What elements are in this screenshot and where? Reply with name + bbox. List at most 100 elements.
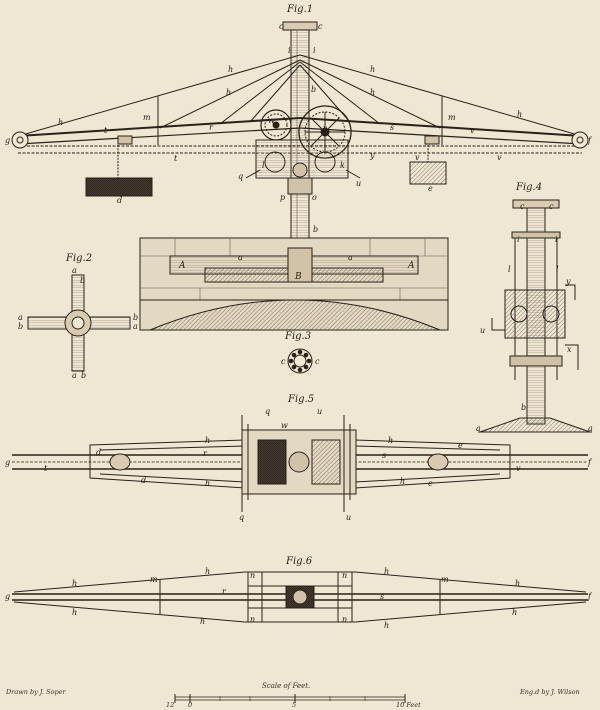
scale-tick-0: 0 xyxy=(188,701,193,709)
label-e-fig5-top: e xyxy=(458,441,463,450)
label-f-right: f xyxy=(587,136,593,145)
label-h-1: h xyxy=(228,65,233,74)
label-d: d xyxy=(117,196,122,205)
label-i-fig4-right: i xyxy=(555,235,558,244)
caption-fig-5: Fig.5 xyxy=(288,394,315,405)
label-b-fig2-left: b xyxy=(18,322,23,331)
label-m-fig6-left: m xyxy=(150,575,158,584)
label-e-fig5-bottom: e xyxy=(428,479,433,488)
figure-4-side-elevation xyxy=(478,199,592,433)
label-c-right: c xyxy=(318,22,323,31)
label-h-fig6-8: h xyxy=(384,621,389,630)
label-u-fig4: u xyxy=(480,326,485,335)
label-c-ring-right: c xyxy=(315,357,320,366)
label-u: u xyxy=(356,179,361,188)
label-d-fig5-bottom: d xyxy=(141,476,146,485)
label-g-fig5: g xyxy=(5,458,10,467)
label-t-2: t xyxy=(174,154,178,163)
label-h-fig5-4: h xyxy=(400,477,405,486)
label-e: e xyxy=(428,184,433,193)
label-v-fig5: v xyxy=(516,464,521,473)
scale-tick-12: 12 xyxy=(166,701,175,709)
label-s: s xyxy=(390,123,394,132)
label-h-4: h xyxy=(370,88,375,97)
label-h-5: h xyxy=(58,118,63,127)
label-h-fig6-2: h xyxy=(72,608,77,617)
label-a-fig2-left: a xyxy=(18,313,23,322)
label-A-right: A xyxy=(407,261,415,271)
drawn-by-credit: Drawn by J. Soper xyxy=(6,688,66,696)
label-i-right: i xyxy=(313,46,316,55)
label-n-fig6-3: n xyxy=(250,615,255,624)
label-q-fig5-top: q xyxy=(265,407,270,416)
label-c-fig4-right: c xyxy=(549,202,554,211)
label-q: q xyxy=(238,172,243,181)
label-l-fig4-right: l xyxy=(556,265,559,274)
label-r-fig5: r xyxy=(203,449,208,458)
label-h-fig5-3: h xyxy=(205,479,210,488)
label-g-fig6: g xyxy=(5,592,10,601)
label-f-fig5: f xyxy=(587,458,593,467)
label-h-fig6-7: h xyxy=(200,617,205,626)
fig1-mast xyxy=(290,27,310,241)
label-u-fig5-bottom: u xyxy=(346,513,351,522)
label-a-fig4-left: a xyxy=(476,424,481,433)
label-p: p xyxy=(280,193,285,202)
label-h-fig6-1: h xyxy=(72,579,77,588)
label-b-1: b xyxy=(311,85,316,94)
label-h-2: h xyxy=(370,65,375,74)
label-x-fig4: x xyxy=(567,345,572,354)
label-b-2: b xyxy=(313,225,318,234)
label-h-fig5-2: h xyxy=(388,436,393,445)
label-a-fig2-right: a xyxy=(133,322,138,331)
label-c-left: c xyxy=(279,22,284,31)
label-g-left: g xyxy=(5,136,10,145)
label-h-fig6-4: h xyxy=(512,608,517,617)
label-l: l xyxy=(262,161,265,170)
label-a-fig3-left: a xyxy=(238,253,243,262)
scale-tick-10: 10 Feet xyxy=(396,701,421,709)
figure-1-crane-elevation xyxy=(11,21,589,249)
figure-2-cross-plan xyxy=(27,274,131,372)
label-o: o xyxy=(312,193,317,202)
label-w-fig5: w xyxy=(281,421,288,430)
label-b-fig2-bottom: b xyxy=(81,371,86,380)
engraved-by-credit: Eng.d by J. Wilson xyxy=(520,688,580,696)
label-n-fig6-2: n xyxy=(342,571,347,580)
label-r-fig6: r xyxy=(222,587,227,596)
label-n-fig6-1: n xyxy=(250,571,255,580)
label-b-fig2-top: b xyxy=(80,276,85,285)
label-c-ring-left: c xyxy=(281,357,286,366)
label-b-fig4: b xyxy=(521,403,526,412)
label-y-fig4: y xyxy=(565,277,571,286)
label-a-fig4-right: a xyxy=(588,424,593,433)
label-k: k xyxy=(340,161,345,170)
label-a-fig2-bottom: a xyxy=(72,371,77,380)
scale-title: Scale of Feet. xyxy=(262,682,311,690)
label-s-fig5: s xyxy=(382,451,386,460)
label-v-3: v xyxy=(497,153,502,162)
label-x: x xyxy=(323,124,328,133)
caption-fig-4: Fig.4 xyxy=(516,182,543,193)
figure-3-ring xyxy=(287,348,313,374)
label-m-left: m xyxy=(143,113,151,122)
label-h-fig6-3: h xyxy=(515,579,520,588)
label-r: r xyxy=(209,123,214,132)
label-l-fig4: l xyxy=(508,265,511,274)
label-w: w xyxy=(268,116,275,125)
label-i-left: i xyxy=(288,46,291,55)
label-c-fig4-left: c xyxy=(520,202,525,211)
label-h-fig5-1: h xyxy=(205,436,210,445)
label-f-fig6: f xyxy=(587,592,593,601)
fig1-weight-e xyxy=(409,161,447,185)
scale-tick-5: 5 xyxy=(292,701,297,709)
label-h-6: h xyxy=(517,110,522,119)
label-n-fig6-4: n xyxy=(342,615,347,624)
label-m-fig6-right: m xyxy=(441,575,449,584)
fig1-weight-d xyxy=(85,177,153,197)
label-v-1: v xyxy=(470,126,475,135)
figure-6-plan xyxy=(12,571,588,623)
label-t-1: t xyxy=(104,126,108,135)
